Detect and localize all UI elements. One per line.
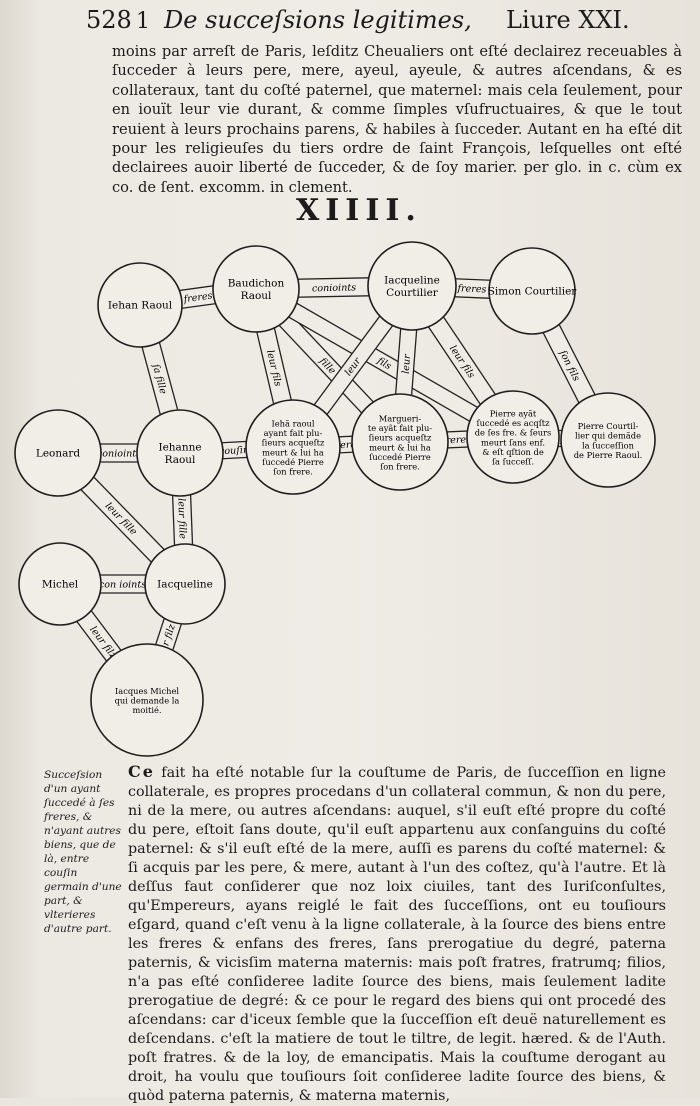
person-node-ichan — [97, 262, 183, 348]
body-text: fait ha eſté notable ſur la couſtume de … — [128, 765, 666, 1104]
person-label: ſuccedé es acqſtz — [477, 418, 551, 428]
person-label: ſuccedé Pierre — [262, 457, 324, 467]
body-paragraph: Ce fait ha eſté notable ſur la couſtume … — [128, 762, 666, 1106]
person-node-pierre — [466, 390, 560, 484]
edge-label: con ioints — [99, 579, 146, 590]
edge-label: leur — [401, 353, 414, 375]
person-node-simon — [488, 247, 576, 335]
person-label: Pierre Courtil- — [578, 421, 639, 431]
person-label: te ayãt fait plu- — [368, 423, 432, 433]
person-label: ſa ſucceſſ. — [492, 457, 534, 467]
body-lead-word: Ce — [128, 762, 155, 781]
section-number: XIIII. — [296, 193, 422, 228]
person-label: de ſes fre. & ſeurs — [475, 428, 552, 438]
person-label: ſon frere. — [380, 462, 420, 472]
person-node-iehan-r2 — [245, 399, 341, 495]
person-label: Iehã raoul — [271, 419, 314, 429]
person-label: meurt & lui ha — [369, 442, 431, 452]
person-label: Iehan Raoul — [108, 300, 173, 312]
signature-mark: 1 — [136, 9, 150, 34]
person-node-marguerite — [351, 393, 449, 491]
person-label: Margueri- — [379, 414, 422, 424]
person-node-baudichon — [212, 245, 300, 333]
person-node-michel — [18, 542, 102, 626]
person-node-iacqueline-c — [367, 241, 457, 331]
margin-note: Succeſsion d'un ayant ſuccedé à ſes frer… — [44, 769, 122, 935]
person-label: ayant fait plu- — [264, 428, 323, 438]
intro-paragraph: moins par arreſt de Paris, leſditz Cheua… — [112, 43, 682, 196]
edge-label: conioints — [97, 448, 141, 459]
person-label: la ſucceſſion — [582, 440, 635, 450]
person-label: Iacques Michel — [115, 686, 179, 696]
person-node-iacqueline — [144, 543, 226, 625]
running-title: De succeſsions legitimes, — [164, 6, 472, 34]
person-label: ſon frere. — [273, 467, 313, 477]
person-label: ſieurs acqueſtz — [369, 433, 432, 443]
person-label: moitié. — [132, 705, 161, 715]
edge-label: freres — [456, 283, 487, 295]
edge-label: conioints — [312, 282, 356, 294]
person-label: meurt & lui ha — [262, 447, 324, 457]
person-label: Raoul — [165, 454, 196, 466]
person-label: ſieurs acqueſtz — [262, 438, 325, 448]
person-node-iehanne — [136, 409, 224, 497]
person-node-iacques — [90, 643, 204, 757]
person-label: Courtilier — [386, 287, 439, 299]
person-label: Simon Courtilier — [488, 286, 578, 298]
person-label: Iacqueline — [384, 274, 440, 286]
person-label: lier qui demãde — [575, 431, 641, 441]
edge-label: freres — [182, 290, 213, 305]
person-label: ſuccedé Pierre — [369, 452, 431, 462]
book-number: Liure XXI. — [506, 6, 630, 34]
person-label: qui demande la — [115, 696, 180, 706]
person-label: Michel — [42, 579, 79, 591]
person-label: & eſt qſtion de — [482, 447, 544, 457]
person-node-leonard — [14, 409, 102, 497]
edge-label: leur fille — [175, 498, 188, 539]
person-label: de Pierre Raoul. — [574, 450, 643, 460]
person-label: Raoul — [241, 290, 272, 302]
person-label: meurt ſans enf. — [481, 437, 545, 447]
page-number: 528 — [86, 6, 132, 34]
person-label: Iehanne — [158, 441, 201, 453]
person-label: Baudichon — [228, 277, 285, 289]
running-header: 528 1 De succeſsions legitimes, Liure XX… — [86, 6, 646, 42]
person-node-pierre-c — [560, 392, 656, 488]
person-label: Leonard — [36, 448, 81, 460]
person-label: Iacqueline — [157, 579, 213, 591]
person-label: Pierre ayãt — [490, 409, 537, 419]
